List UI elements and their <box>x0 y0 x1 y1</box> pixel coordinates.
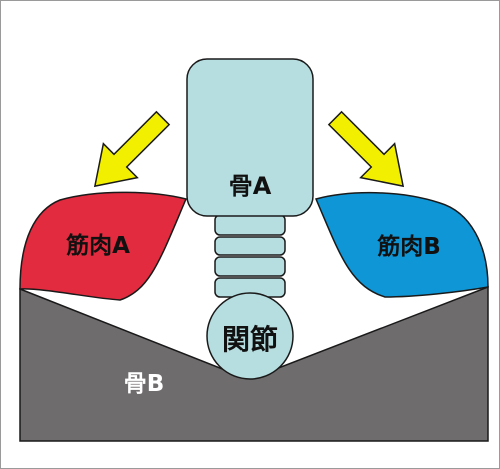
muscle-a-label: 筋肉A <box>66 232 130 259</box>
muscle-b-label: 筋肉B <box>377 233 441 260</box>
joint-ball <box>206 292 294 380</box>
bone-b-label: 骨B <box>124 371 165 397</box>
muscle-b-shape <box>314 191 489 298</box>
arrow-down-right-icon <box>327 110 405 188</box>
bone-a-body <box>186 58 314 217</box>
bone-a-segment-2 <box>214 236 286 256</box>
muscle-a-shape <box>19 191 188 301</box>
arrow-down-left-icon <box>93 110 171 188</box>
bone-a-label: 骨A <box>229 172 272 200</box>
joint-label: 関節 <box>222 323 278 356</box>
bone-a-segment-3 <box>214 256 286 277</box>
bone-a-segment-1 <box>214 214 286 236</box>
